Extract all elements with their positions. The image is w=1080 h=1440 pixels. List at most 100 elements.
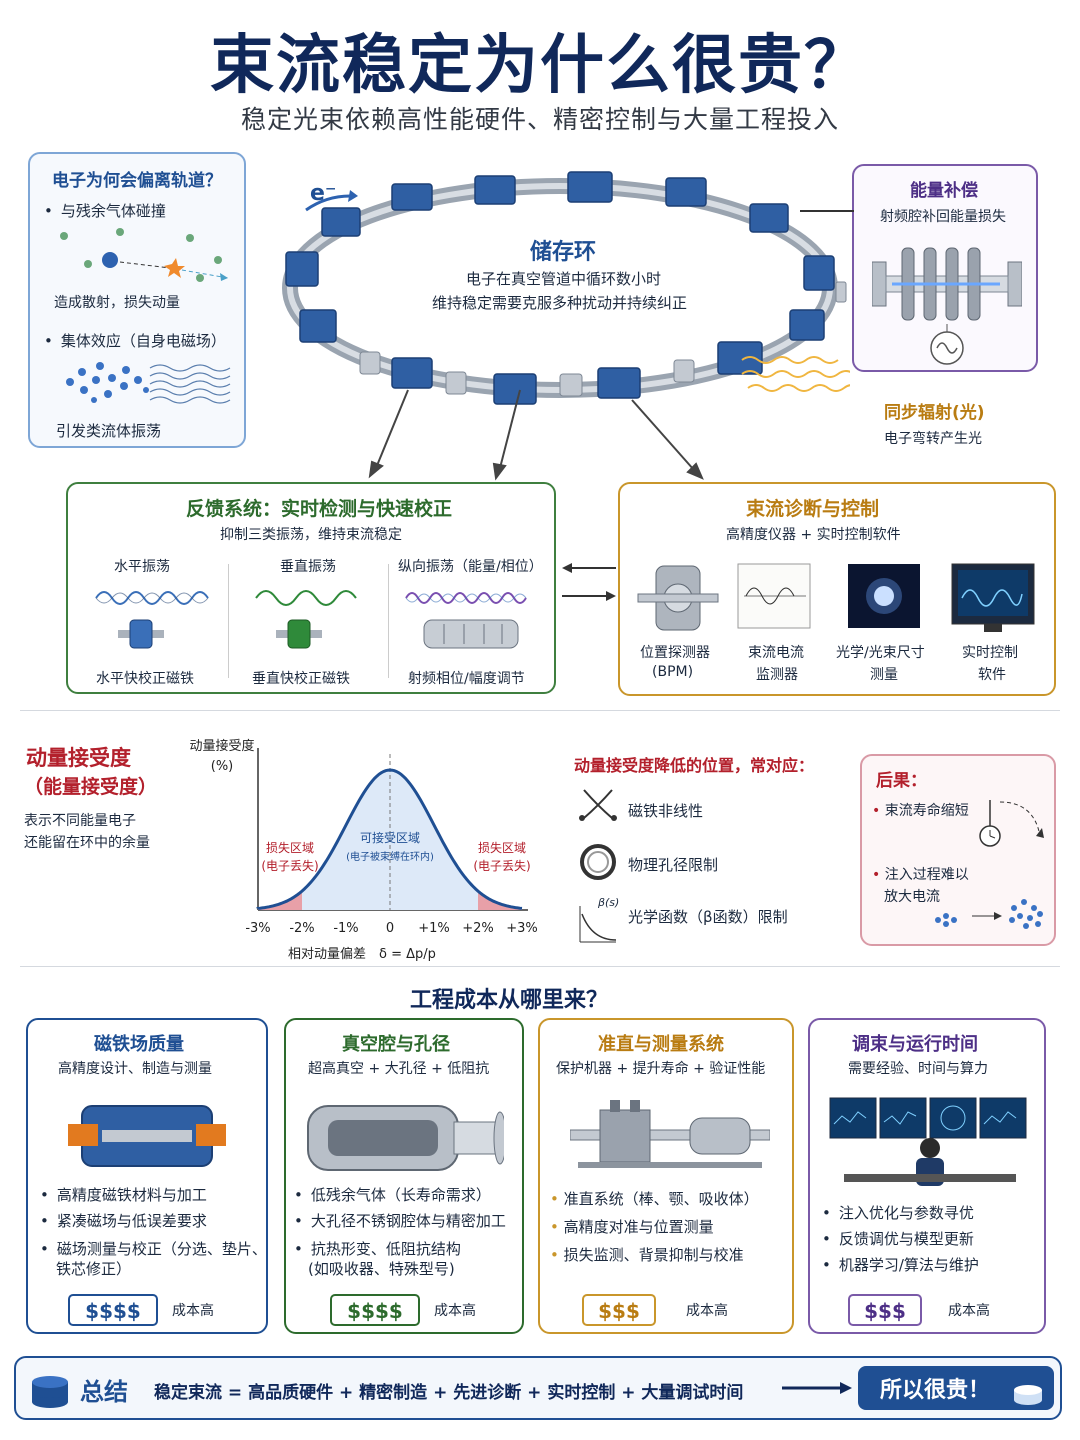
acceptance-title: 动量接受度 xyxy=(26,746,131,770)
energy-connector xyxy=(800,210,854,212)
acceptance-desc2: 还能留在环中的余量 xyxy=(24,835,150,851)
vacuum-cost-badge: $$$$ xyxy=(330,1294,420,1326)
chart-yunit: (%) xyxy=(211,759,234,774)
diag-optics-line2: 测量 xyxy=(870,667,898,683)
diag-current-line2: 监测器 xyxy=(756,667,798,683)
collective-effect-illustration xyxy=(66,362,231,404)
injection-particles-icon xyxy=(935,899,1043,929)
cost-card-tuning: 调束与运行时间 需要经验、时间与算力 注入优化与参数寻优 反馈调优与模型更新 机… xyxy=(808,1018,1046,1334)
magnet-bullet-3: 磁场测量与校正（分选、垫片、 xyxy=(40,1238,267,1259)
chart-right-label: 损失区域 xyxy=(478,840,526,855)
collimation-bullet-2: • 高精度对准与位置测量 xyxy=(550,1218,714,1236)
cost-card-magnet: 磁铁场质量 高精度设计、制造与测量 高精度磁铁材料与加工 紧凑磁场与低误差要求 … xyxy=(26,1018,268,1334)
cost-card-magnet-subtitle: 高精度设计、制造与测量 xyxy=(58,1061,212,1077)
aperture-icon xyxy=(580,844,616,880)
feedback-col1-label: 水平振荡 xyxy=(114,559,170,575)
feedback-panel: 反馈系统：实时检测与快速校正 抑制三类振荡，维持束流稳定 水平振荡 垂直振荡 纵… xyxy=(66,482,556,694)
x-tick-label: +1% xyxy=(418,921,450,936)
feedback-diagnostics-arrows xyxy=(562,563,616,601)
collimation-bullet-1: • 准直系统（棒、颚、吸收体） xyxy=(550,1190,759,1208)
x-tick-label: -1% xyxy=(333,921,358,936)
chart-center-sub: (电子被束缚在环内) xyxy=(346,850,434,863)
rf-cavity-icon xyxy=(872,247,1022,365)
orbit-item-collective: 集体效应（自身电磁场） xyxy=(44,330,226,351)
cost-card-vacuum: 真空腔与孔径 超高真空 + 大孔径 + 低阻抗 低残余气体（长寿命需求） 大孔径… xyxy=(284,1018,524,1334)
chart-center-label: 可接受区域 xyxy=(360,830,420,845)
summary-conclusion-text: 所以很贵！ xyxy=(880,1378,991,1403)
ring-line2: 维持稳定需要克服多种扰动并持续纠正 xyxy=(432,294,688,312)
ring-title: 储存环 xyxy=(530,240,597,265)
acceptance-curve xyxy=(256,768,523,910)
consequence-item2-line2: 放大电流 xyxy=(884,889,940,905)
diagnostics-icons xyxy=(637,563,1035,632)
cost-card-collimation-title: 准直与测量系统 xyxy=(598,1034,724,1055)
magnet-bullet-4: 铁芯修正） xyxy=(56,1260,132,1278)
magnet-cost-label: 成本高 xyxy=(172,1303,214,1319)
coins-icon xyxy=(32,1376,68,1408)
feedback-col3-device: 射频相位/幅度调节 xyxy=(408,671,525,687)
tuning-cost-label: 成本高 xyxy=(948,1303,990,1319)
divider-1 xyxy=(20,710,1060,711)
page-subtitle: 稳定光束依赖高性能硬件、精密控制与大量工程投入 xyxy=(240,105,839,134)
magnet-cost-badge: $$$$ xyxy=(68,1294,158,1326)
feedback-col2-device: 垂直快校正磁铁 xyxy=(252,671,350,687)
vacuum-bullet-3: 抗热形变、低阻抗结构 xyxy=(294,1238,461,1259)
tuning-bullet-3: 机器学习/算法与维护 xyxy=(822,1254,979,1275)
tuning-bullet-1: 注入优化与参数寻优 xyxy=(822,1202,974,1223)
x-tick-label: 0 xyxy=(386,921,394,936)
collimation-bullet-3: • 损失监测、背景抑制与校准 xyxy=(550,1246,744,1264)
cost-card-tuning-subtitle: 需要经验、时间与算力 xyxy=(848,1061,988,1077)
diagnostics-title: 束流诊断与控制 xyxy=(746,498,880,520)
orbit-deviation-panel: 电子为何会偏离轨道？ 与残余气体碰撞 造成散射，损失动量 集体效应（自身电磁场）… xyxy=(28,152,246,448)
diag-software-line1: 实时控制 xyxy=(962,645,1018,661)
chart-xlabel: 相对动量偏差 δ = Δp/p xyxy=(288,947,436,962)
vacuum-cost-label: 成本高 xyxy=(434,1303,476,1319)
synchrotron-title: 同步辐射(光) xyxy=(884,403,985,423)
magnet-nonlinear-icon xyxy=(583,789,613,819)
chart-ylabel: 动量接受度 xyxy=(189,738,254,754)
acceptance-chart: 动量接受度 (%) 相对动量偏差 δ = Δp/p 可接受区域 (电子被束缚在环… xyxy=(189,738,538,962)
divider-2 xyxy=(20,966,1060,967)
ring-arrows xyxy=(368,389,704,481)
vacuum-bullet-2: 大孔径不锈钢腔体与精密加工 xyxy=(294,1210,506,1231)
consequence-title: 后果： xyxy=(876,771,927,791)
chart-right-sub: (电子丢失) xyxy=(473,858,530,873)
cost-card-collimation: 准直与测量系统 保护机器 + 提升寿命 + 验证性能 • 准直系统（棒、颚、吸收… xyxy=(538,1018,794,1334)
orbit-item-collision-result: 造成散射，损失动量 xyxy=(54,295,180,311)
feedback-col1-device: 水平快校正磁铁 xyxy=(96,671,194,687)
vacuum-chamber-icon xyxy=(307,1105,504,1171)
cost-card-collimation-subtitle: 保护机器 + 提升寿命 + 验证性能 xyxy=(556,1061,766,1077)
cost-card-vacuum-title: 真空腔与孔径 xyxy=(342,1034,450,1055)
feedback-col3-label: 纵向振荡（能量/相位） xyxy=(398,559,543,575)
chart-left-label: 损失区域 xyxy=(266,840,314,855)
reduce-item2: 物理孔径限制 xyxy=(628,856,719,874)
energy-compensation-panel: 能量补偿 射频腔补回能量损失 xyxy=(852,164,1038,372)
vacuum-bullet-1: 低残余气体（长寿命需求） xyxy=(294,1184,491,1205)
diagnostics-panel: 束流诊断与控制 高精度仪器 + 实时控制软件 位置探测器 (BPM) 束流电流 … xyxy=(618,482,1056,696)
feedback-title: 反馈系统：实时检测与快速校正 xyxy=(186,498,453,520)
x-tick-label: +3% xyxy=(506,921,538,936)
coins-icon-small xyxy=(1014,1385,1042,1405)
diag-optics-line1: 光学/光束尺寸 xyxy=(836,645,925,661)
reduce-title: 动量接受度降低的位置，常对应： xyxy=(574,756,815,775)
reduce-item3: 光学函数（β函数）限制 xyxy=(628,908,788,926)
cost-card-magnet-title: 磁铁场质量 xyxy=(94,1034,184,1055)
collimation-cost-badge: $$$ xyxy=(582,1294,656,1326)
acceptance-desc1: 表示不同能量电子 xyxy=(24,813,136,829)
collimator-icon xyxy=(570,1100,770,1168)
chart-left-sub: (电子丢失) xyxy=(261,858,318,873)
lifetime-clock-icon xyxy=(979,800,1044,847)
magnet-bullet-2: 紧凑磁场与低误差要求 xyxy=(40,1210,207,1231)
orbit-item-collective-result: 引发类流体振荡 xyxy=(56,422,162,440)
consequence-item1: • 束流寿命缩短 xyxy=(872,803,969,819)
feedback-col2-label: 垂直振荡 xyxy=(280,559,336,575)
collimation-cost-label: 成本高 xyxy=(686,1303,728,1319)
summary-arrow xyxy=(782,1382,852,1394)
diag-software-line2: 软件 xyxy=(978,667,1006,683)
reduce-beta-label: β(s) xyxy=(598,896,620,909)
page-title: 束流稳定为什么很贵？ xyxy=(210,29,870,103)
x-tick-label: -2% xyxy=(289,921,314,936)
diag-bpm-line2: (BPM) xyxy=(652,664,694,680)
summary-label: 总结 xyxy=(80,1378,128,1406)
x-tick-label: -3% xyxy=(245,921,270,936)
